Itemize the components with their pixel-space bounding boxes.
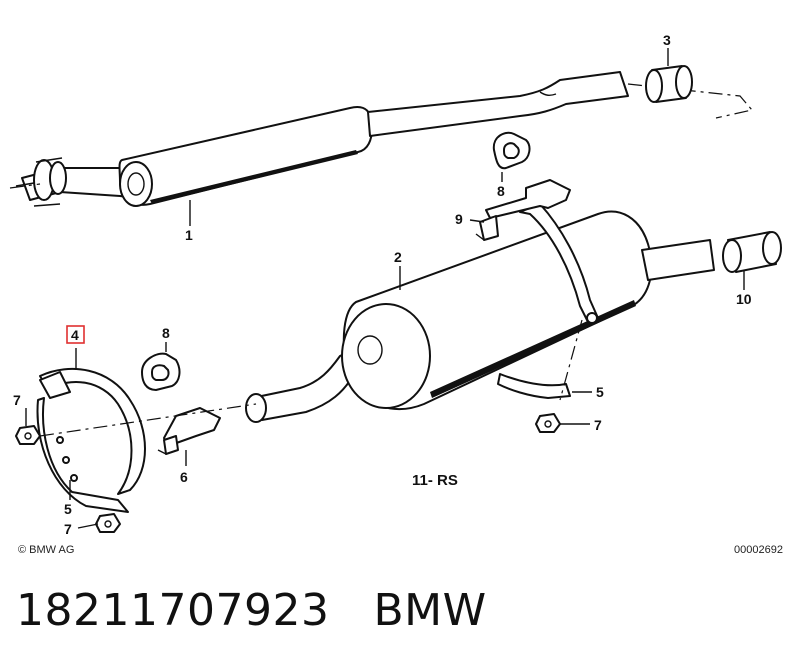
rubber-mount-part-8-lower[interactable] [141, 352, 181, 391]
callout-8-upper[interactable]: 8 [497, 183, 505, 199]
callout-4[interactable]: 4 [71, 327, 79, 343]
callout-5-left[interactable]: 5 [64, 501, 72, 517]
sleeve-part-3[interactable] [645, 65, 693, 103]
front-silencer-part[interactable] [15, 71, 754, 207]
callout-8-lower[interactable]: 8 [162, 325, 170, 341]
rubber-mount-part-8-upper[interactable] [492, 131, 531, 170]
callout-5-right[interactable]: 5 [596, 384, 604, 400]
callout-10[interactable]: 10 [736, 291, 752, 307]
part-number: 18211707923 [16, 585, 330, 636]
nut-part-7-right[interactable] [535, 413, 561, 433]
nut-part-7-bottom[interactable] [95, 513, 121, 533]
callout-7-right[interactable]: 7 [594, 417, 602, 433]
tail-pipe-part-10[interactable] [722, 231, 782, 273]
callout-7-bottom[interactable]: 7 [64, 521, 72, 537]
copyright-text: © BMW AG [18, 544, 74, 556]
rear-silencer-part[interactable] [245, 203, 715, 423]
section-label: 11- RS [412, 472, 458, 489]
highlight-box-part-4 [66, 325, 85, 344]
bracket-part-6[interactable] [157, 407, 221, 455]
callout-2[interactable]: 2 [394, 249, 402, 265]
drawing-number: 00002692 [734, 544, 783, 556]
part-caption: 18211707923 BMW [16, 585, 487, 636]
exhaust-diagram: 3 1 2 4 8 8 9 10 7 5 7 6 5 7 11- RS © BM… [9, 32, 783, 556]
callout-7-left[interactable]: 7 [13, 392, 21, 408]
callout-1[interactable]: 1 [185, 227, 193, 243]
hanger-bracket-part-9[interactable] [475, 179, 571, 241]
callout-6[interactable]: 6 [180, 469, 188, 485]
clamp-part-4[interactable] [36, 367, 146, 513]
nut-part-7-left[interactable] [15, 425, 41, 445]
leader-lines [25, 48, 745, 529]
brand-name: BMW [373, 585, 487, 636]
callout-9[interactable]: 9 [455, 211, 463, 227]
callout-3[interactable]: 3 [663, 32, 671, 48]
